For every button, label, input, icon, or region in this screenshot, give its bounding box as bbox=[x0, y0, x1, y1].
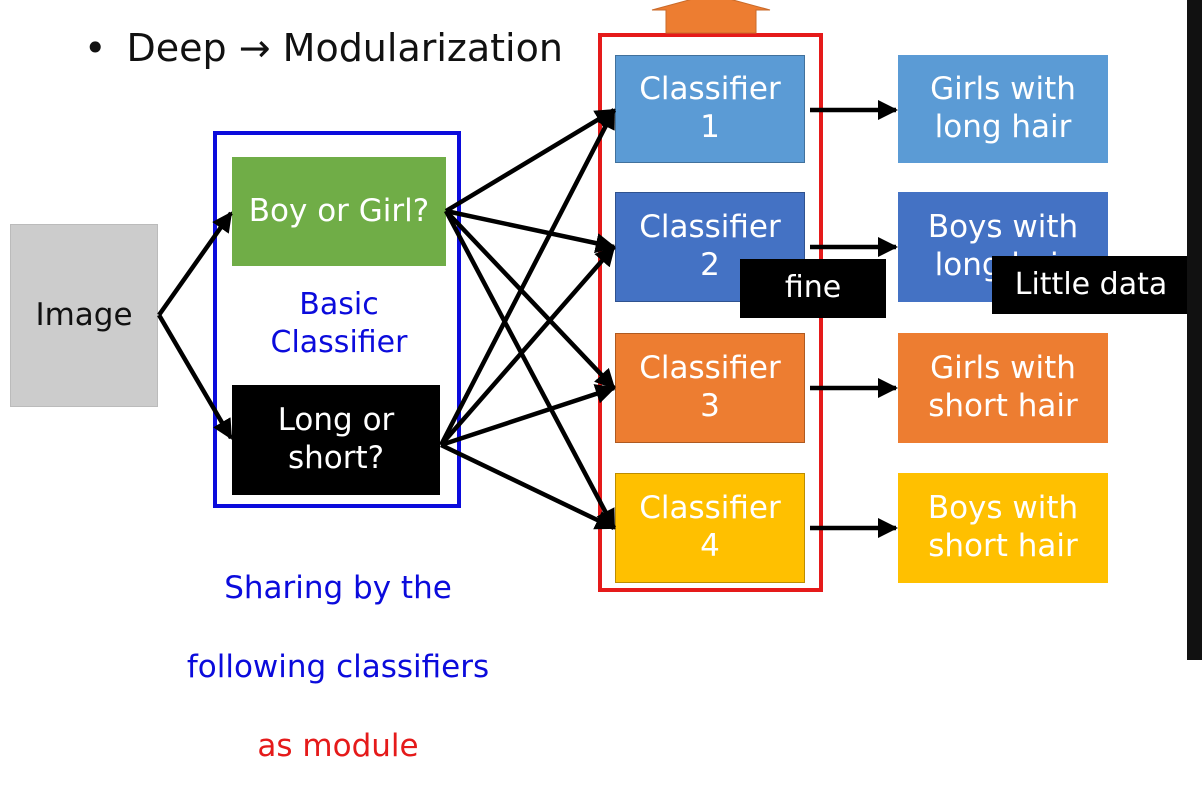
arrow-length-to-c2 bbox=[439, 245, 616, 447]
image-input-box: Image bbox=[10, 224, 158, 407]
sharing-note-line1: Sharing by the bbox=[224, 569, 452, 606]
boy-or-girl-classifier: Boy or Girl? bbox=[232, 157, 446, 266]
arrow-gender-to-c2 bbox=[445, 208, 616, 254]
basic-classifier-label: Basic Classifier bbox=[270, 287, 408, 361]
arrow-gender-to-c3 bbox=[444, 209, 616, 390]
classifier-3: Classifier 3 bbox=[615, 333, 805, 443]
callout-little-data: Little data bbox=[992, 256, 1190, 314]
classifier-4: Classifier 4 bbox=[615, 473, 805, 583]
top-output-arrow bbox=[651, 0, 771, 34]
connector-arrows bbox=[157, 0, 899, 539]
page-title: • Deep → Modularization bbox=[84, 26, 563, 70]
arrow-gender-to-c1 bbox=[444, 108, 616, 213]
callout-fine: fine bbox=[740, 259, 886, 318]
arrow-image-to-length bbox=[157, 313, 233, 440]
arrow-length-to-c3 bbox=[440, 384, 616, 448]
output-girls-long-hair: Girls with long hair bbox=[898, 55, 1108, 163]
arrow-image-to-gender bbox=[157, 211, 233, 317]
sharing-note-line3: as module bbox=[257, 728, 419, 765]
title-text: Deep → Modularization bbox=[126, 26, 563, 70]
classifier-2: Classifier 2 bbox=[615, 192, 805, 302]
output-boys-short-hair: Boys with short hair bbox=[898, 473, 1108, 583]
bullet-point: • bbox=[84, 26, 107, 70]
arrow-length-to-c4 bbox=[440, 442, 616, 531]
output-girls-short-hair: Girls with short hair bbox=[898, 333, 1108, 443]
arrow-length-to-c1 bbox=[439, 108, 616, 447]
long-or-short-classifier: Long or short? bbox=[232, 385, 440, 495]
right-edge-strip bbox=[1187, 0, 1202, 660]
arrow-gender-to-c4 bbox=[444, 209, 616, 530]
basic-classifier-group bbox=[213, 131, 461, 508]
classifier-1: Classifier 1 bbox=[615, 55, 805, 163]
